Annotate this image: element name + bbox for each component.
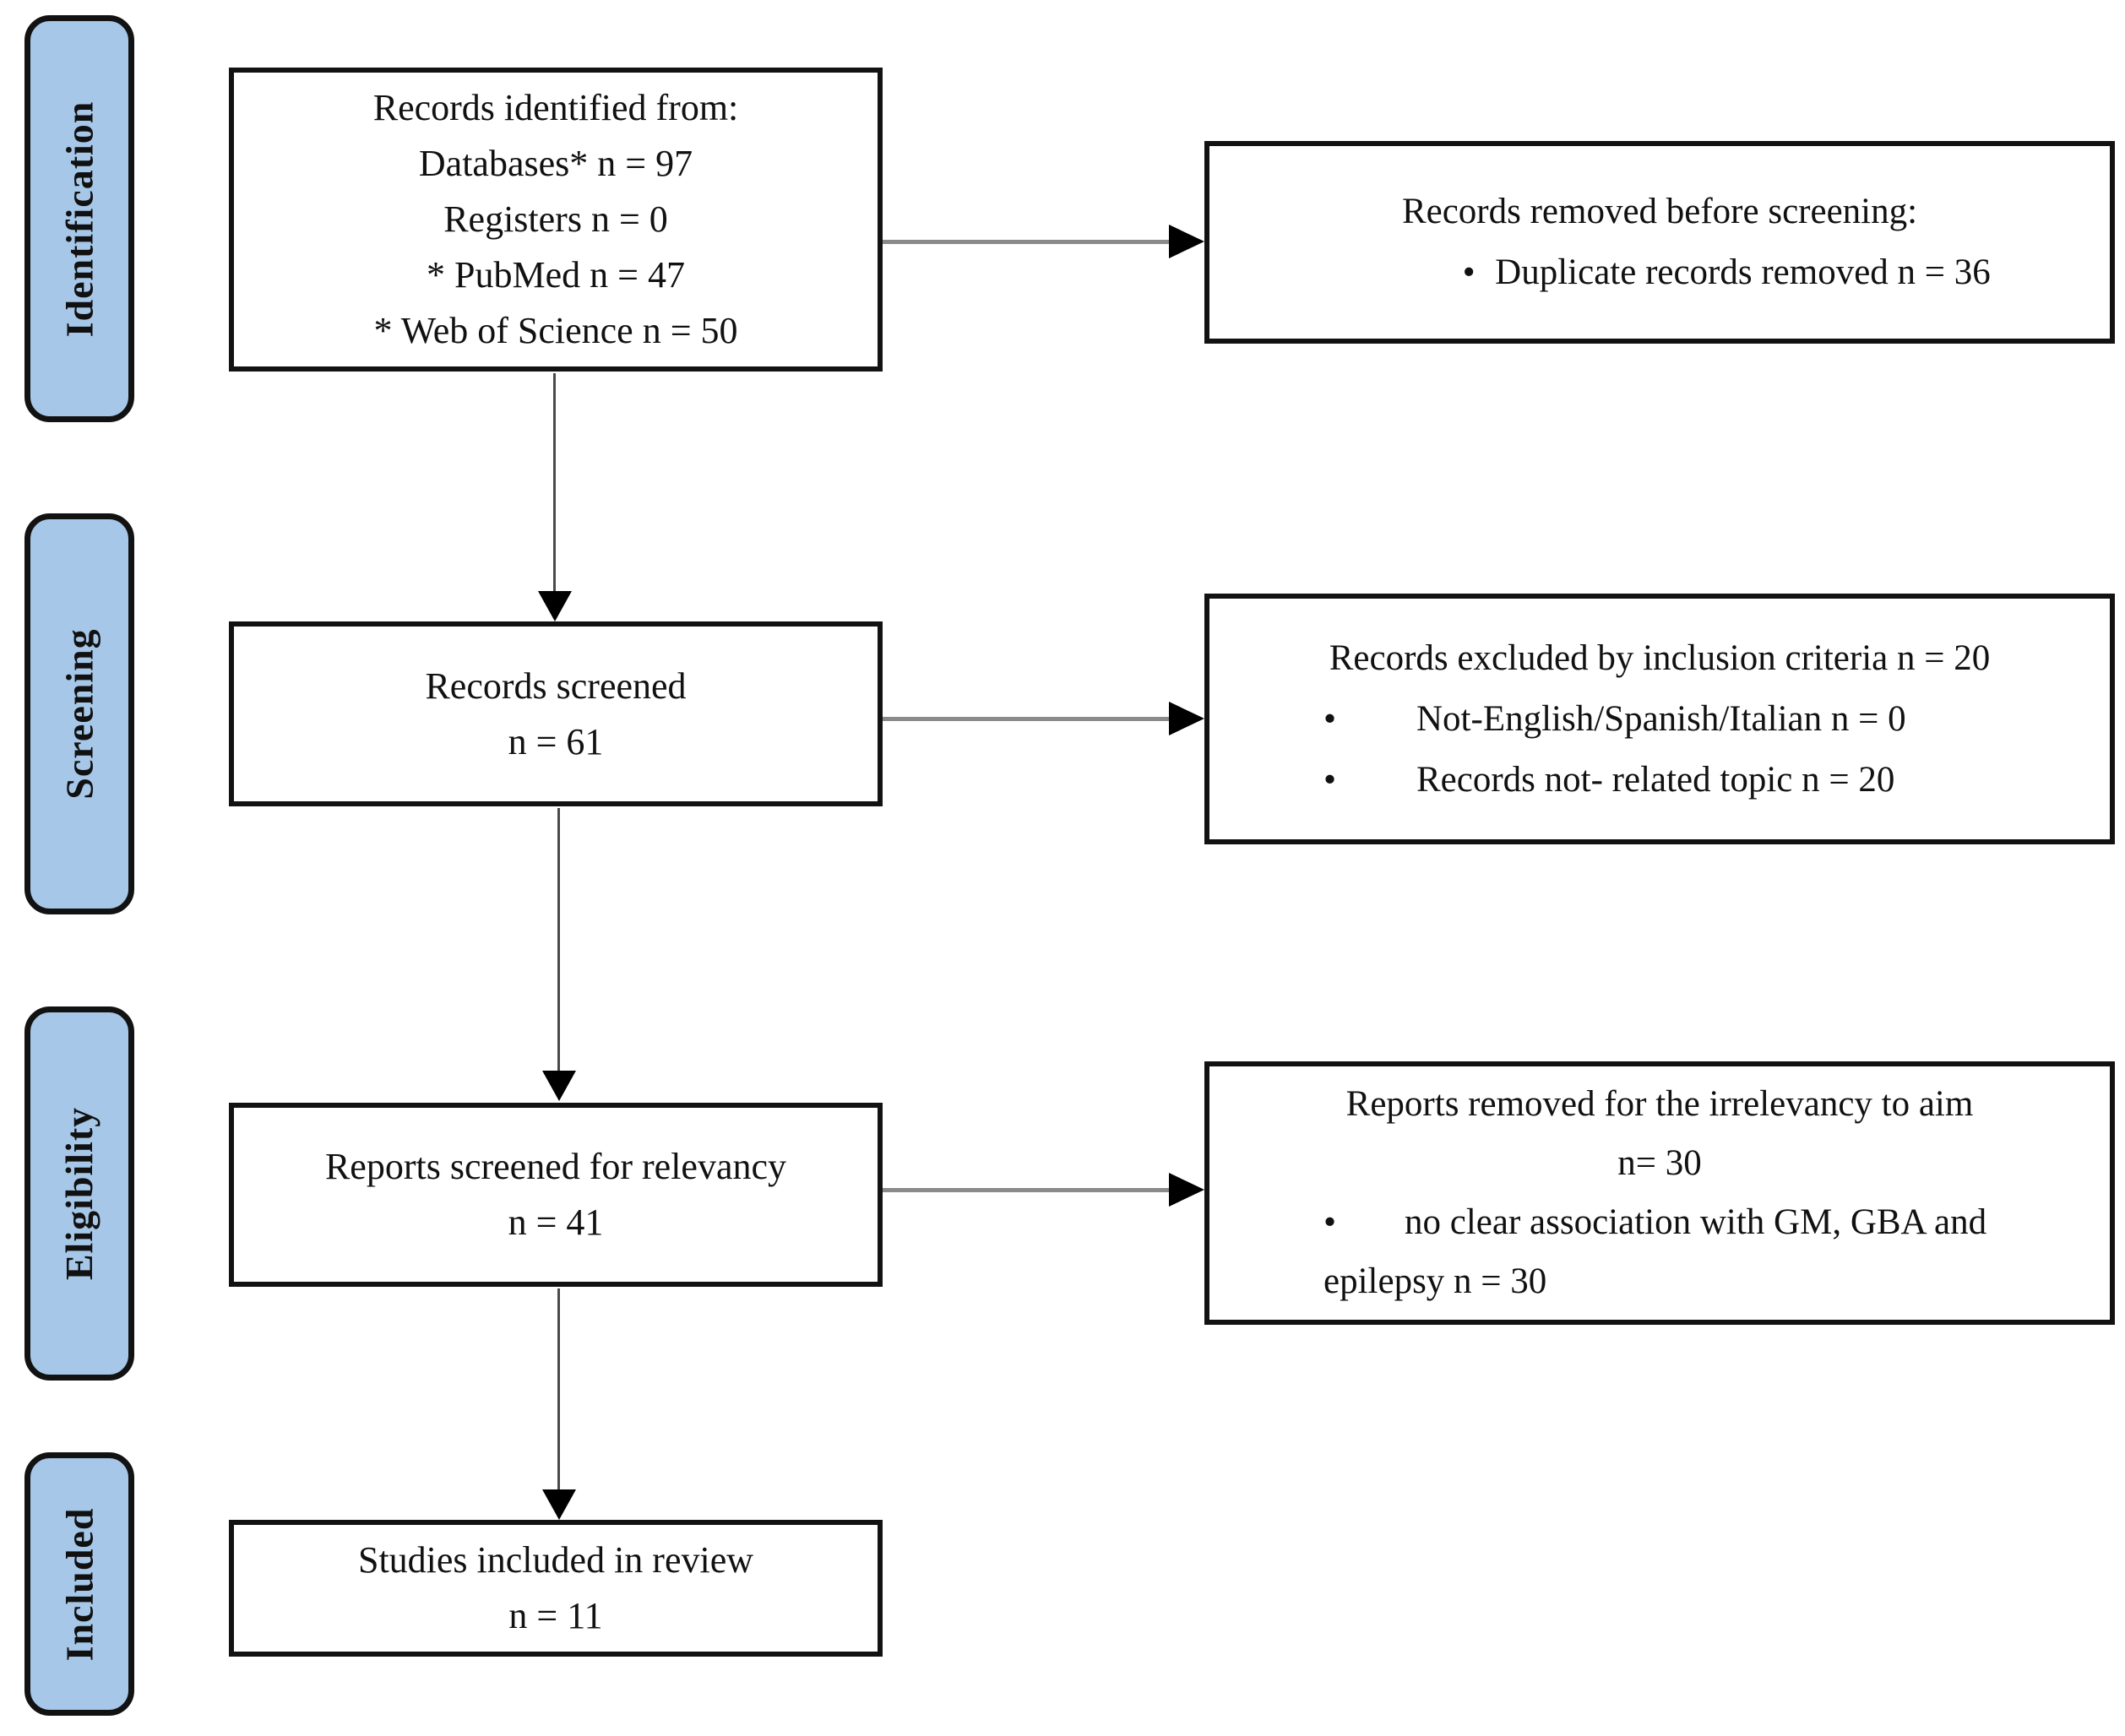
arrow-right-icon — [1169, 225, 1204, 258]
stage-label-eligibility: Eligibility — [24, 1006, 134, 1381]
stage-label-included: Included — [24, 1452, 134, 1716]
arrow-right-icon — [1169, 1173, 1204, 1207]
box-text-line: Reports screened for relevancy — [324, 1146, 787, 1187]
bullet-text: no clear association with GM, GBA and ep… — [1323, 1202, 1987, 1301]
box-text-line: * PubMed n = 47 — [427, 254, 685, 296]
box-text-line: * Web of Science n = 50 — [373, 310, 738, 351]
box-text-line: Records screened — [425, 665, 687, 707]
box-records-excluded: Records excluded by inclusion criteria n… — [1204, 594, 2115, 844]
arrow-line-identified-to-screened — [553, 373, 556, 591]
stage-label-text: Identification — [57, 100, 101, 337]
bullet-item: • Duplicate records removed n = 36 — [1209, 242, 2110, 303]
arrow-line-relevancy-to-included — [557, 1288, 560, 1489]
arrow-line-screened-to-relevancy — [557, 808, 560, 1071]
bullet-item: •no clear association with GM, GBA and e… — [1209, 1193, 2110, 1311]
box-reports-screened-relevancy: Reports screened for relevancy n = 41 — [229, 1103, 883, 1287]
stage-label-text: Eligibility — [57, 1106, 101, 1281]
stage-label-text: Screening — [57, 628, 101, 800]
bullet-item: • Not-English/Spanish/Italian n = 0 — [1209, 689, 2110, 750]
bullet-text: Duplicate records removed n = 36 — [1495, 252, 1991, 292]
arrow-down-icon — [542, 1071, 576, 1101]
box-text-line: n = 41 — [508, 1202, 604, 1243]
box-heading: Records excluded by inclusion criteria n… — [1329, 637, 1991, 678]
box-count-line: n= 30 — [1617, 1143, 1702, 1183]
box-reports-removed-irrelevancy: Reports removed for the irrelevancy to a… — [1204, 1061, 2115, 1325]
box-text-line: Studies included in review — [357, 1539, 753, 1581]
box-heading: Reports removed for the irrelevancy to a… — [1345, 1084, 1974, 1124]
arrow-down-icon — [542, 1489, 576, 1520]
arrow-down-icon — [538, 591, 572, 621]
box-text-line: Registers n = 0 — [443, 198, 668, 240]
box-records-removed-before-screening: Records removed before screening: • Dupli… — [1204, 141, 2115, 344]
box-text-line: n = 11 — [508, 1595, 603, 1636]
box-records-screened: Records screened n = 61 — [229, 621, 883, 806]
arrow-line-identified-to-removed — [883, 240, 1170, 244]
bullet-text: Not-English/Spanish/Italian n = 0 — [1416, 698, 1906, 739]
box-heading: Records removed before screening: — [1401, 192, 1918, 231]
stage-label-identification: Identification — [24, 15, 134, 422]
bullet-icon: • — [1323, 759, 1337, 800]
bullet-item: • Records not- related topic n = 20 — [1209, 750, 2110, 811]
bullet-icon: • — [1323, 1202, 1337, 1242]
stage-label-screening: Screening — [24, 513, 134, 914]
box-text-line: n = 61 — [508, 720, 604, 762]
arrow-right-icon — [1169, 702, 1204, 735]
box-text-line: Records identified from: — [372, 87, 739, 128]
arrow-line-relevancy-to-removed — [883, 1188, 1170, 1192]
stage-label-text: Included — [57, 1507, 101, 1661]
bullet-icon: • — [1462, 252, 1476, 292]
bullet-icon: • — [1323, 698, 1337, 739]
box-records-identified: Records identified from: Databases* n = … — [229, 68, 883, 372]
arrow-line-screened-to-excluded — [883, 717, 1170, 721]
box-studies-included: Studies included in review n = 11 — [229, 1520, 883, 1657]
box-text-line: Databases* n = 97 — [418, 143, 693, 184]
bullet-text: Records not- related topic n = 20 — [1416, 759, 1895, 800]
